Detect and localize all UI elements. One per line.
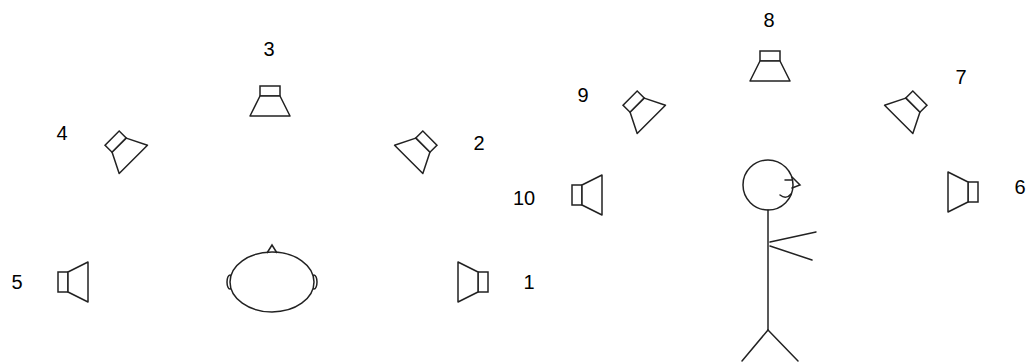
speaker-symbol (395, 124, 444, 173)
speaker-symbol (616, 84, 665, 133)
callout-number: 2 (473, 133, 484, 153)
speaker-symbol (58, 262, 88, 302)
speaker-symbol (250, 86, 290, 116)
speaker-symbol (885, 84, 934, 133)
callout-number: 8 (763, 10, 774, 30)
callout-number: 7 (955, 67, 966, 87)
stick-figure (742, 160, 816, 361)
speaker-symbol (572, 175, 602, 215)
speaker-symbol (750, 51, 790, 81)
speaker-symbol (458, 262, 488, 302)
callout-number: 4 (56, 123, 67, 143)
callout-number: 6 (1014, 177, 1025, 197)
callout-number: 1 (523, 272, 534, 292)
callout-number: 3 (263, 39, 274, 59)
callout-number: 5 (11, 272, 22, 292)
head-top-view (227, 245, 317, 312)
speaker-symbol (98, 124, 147, 173)
callout-number: 9 (577, 85, 588, 105)
speaker-symbol (948, 172, 978, 212)
callout-number: 10 (513, 188, 535, 208)
